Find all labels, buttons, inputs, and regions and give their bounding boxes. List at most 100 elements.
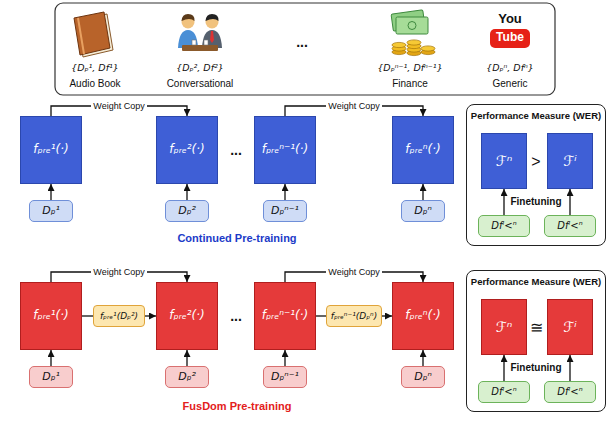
domain-name: Generic	[492, 78, 527, 90]
pretrain-data-box: Dₚⁿ⁻¹	[263, 366, 307, 388]
people-icon	[178, 14, 222, 51]
coin	[421, 46, 435, 51]
connector	[284, 184, 285, 200]
fusdom-model-box: fₚᵣₑ¹(·)	[20, 282, 82, 350]
fusdom-model-box: fₚᵣₑⁿ(·)	[392, 282, 454, 350]
finetuned-model-box: ℱⁿ	[481, 133, 527, 189]
dataset-label: {Dₚⁿ⁻¹, Dfⁿ⁻¹}	[377, 63, 442, 74]
connector	[50, 350, 51, 366]
cup	[192, 40, 196, 45]
box-text: Dfⁱ<ⁿ	[557, 220, 582, 232]
dataset-label: {Dₚ², Df²}	[176, 63, 224, 74]
box-text: Dₚⁿ⁻¹	[271, 205, 299, 218]
panel-note: Finetuning	[510, 196, 561, 208]
person-hair	[206, 14, 219, 21]
book-spine	[78, 18, 84, 54]
section-caption: Continued Pre-training	[177, 232, 296, 245]
connector	[316, 315, 326, 316]
pretrain-model-box: fₚᵣₑ²(·)	[156, 116, 218, 184]
pretrain-model-box: fₚᵣₑⁿ(·)	[392, 116, 454, 184]
finetuned-model-box: ℱⁿ	[481, 299, 527, 355]
box-text: Dₚ²	[178, 205, 196, 218]
edge-label: Weight Copy	[326, 101, 381, 111]
finetune-data-box: Dfⁱ<ⁿ	[478, 215, 530, 237]
pretrain-data-box: Dₚⁿ⁻¹	[263, 200, 307, 222]
pretrain-data-box: Dₚ²	[165, 200, 209, 222]
connector	[569, 189, 570, 215]
connector	[422, 350, 423, 366]
banknote	[396, 17, 428, 34]
book-cover	[74, 12, 110, 55]
box-text: Dₚⁿ⁻¹	[271, 371, 299, 384]
box-text: fₚᵣₑ¹(Dₚ²)	[100, 311, 138, 321]
fusdom-model-box: fₚᵣₑⁿ⁻¹(·)	[254, 282, 316, 350]
box-text: ℱⁿ	[496, 319, 513, 335]
edge-label: Weight Copy	[91, 101, 146, 111]
finetuned-model-box: ℱⁱ	[547, 133, 593, 189]
ellipsis: ...	[230, 142, 242, 158]
box-text: fₚᵣₑ¹(·)	[33, 143, 68, 157]
fused-feature-box: fₚᵣₑ¹(Dₚ²)	[93, 305, 145, 327]
logo-text: You	[498, 12, 522, 27]
comparison-symbol: ≅	[530, 319, 543, 337]
ellipsis: ...	[230, 308, 242, 324]
person-hair	[182, 14, 195, 21]
pretrain-data-box: Dₚⁿ	[401, 200, 445, 222]
box-text: Dfⁱ<ⁿ	[491, 220, 516, 232]
box-text: fₚᵣₑ²(·)	[169, 309, 204, 323]
wer-panel: Performance Measure (WER) Finetuning ℱⁿ ℱⁱD…	[466, 270, 606, 412]
connector	[422, 184, 423, 200]
pretrain-data-box: Dₚ¹	[29, 200, 73, 222]
box-text: fₚᵣₑ¹(·)	[33, 309, 68, 323]
panel-title: Performance Measure (WER)	[471, 276, 601, 287]
finetune-data-box: Dfⁱ<ⁿ	[544, 215, 596, 237]
domain-name: Audio Book	[69, 78, 120, 90]
box-text: Dfⁱ<ⁿ	[491, 386, 516, 398]
box-text: ℱⁿ	[496, 153, 513, 169]
coin	[407, 40, 421, 45]
comparison-symbol: >	[531, 153, 540, 171]
panel-note: Finetuning	[510, 362, 561, 374]
box-text: Dₚ¹	[42, 205, 60, 218]
finetuned-model-box: ℱⁱ	[547, 299, 593, 355]
connector	[50, 184, 51, 200]
logo-text: Tube	[496, 31, 524, 45]
money-icon	[391, 10, 435, 56]
box-text: Dₚ²	[178, 371, 196, 384]
fused-feature-box: fₚᵣₑⁿ⁻¹(Dₚⁿ)	[326, 305, 382, 327]
box-text: fₚᵣₑⁿ⁻¹(Dₚⁿ)	[331, 311, 377, 321]
dataset-label: {Dₚⁿ, Dfⁿ}	[486, 63, 534, 74]
panel-title: Performance Measure (WER)	[471, 110, 601, 121]
box-text: ℱⁱ	[563, 153, 577, 169]
box-text: Dfⁱ<ⁿ	[557, 386, 582, 398]
box-text: ℱⁱ	[563, 319, 577, 335]
ellipsis: ...	[296, 34, 308, 50]
connector	[503, 355, 504, 381]
banknote-mark	[408, 22, 416, 30]
finetune-data-box: Dfⁱ<ⁿ	[478, 381, 530, 403]
pretrain-data-box: Dₚ²	[165, 366, 209, 388]
cup	[204, 40, 208, 45]
connector	[382, 315, 392, 316]
dataset-label: {Dₚ¹, Df¹}	[71, 63, 119, 74]
edge-label: Weight Copy	[326, 267, 381, 277]
connector	[569, 355, 570, 381]
finetune-data-box: Dfⁱ<ⁿ	[544, 381, 596, 403]
connector	[186, 350, 187, 366]
box-text: fₚᵣₑⁿ⁻¹(·)	[262, 309, 309, 323]
pretrain-model-box: fₚᵣₑⁿ⁻¹(·)	[254, 116, 316, 184]
box-text: fₚᵣₑ²(·)	[169, 143, 204, 157]
wer-panel: Performance Measure (WER) Finetuning ℱⁿ ℱⁱD…	[466, 104, 606, 246]
box-text: fₚᵣₑⁿ(·)	[405, 309, 440, 323]
box-text: Dₚⁿ	[414, 205, 432, 218]
connector	[284, 350, 285, 366]
edge-label: Weight Copy	[91, 267, 146, 277]
domain-name: Conversational	[167, 78, 234, 90]
coin	[392, 42, 406, 47]
pretrain-data-box: Dₚⁿ	[401, 366, 445, 388]
youtube-logo	[490, 29, 530, 48]
box-text: fₚᵣₑⁿ(·)	[405, 143, 440, 157]
connector	[82, 315, 93, 316]
box-text: fₚᵣₑⁿ⁻¹(·)	[262, 143, 309, 157]
box-text: Dₚ¹	[42, 371, 60, 384]
